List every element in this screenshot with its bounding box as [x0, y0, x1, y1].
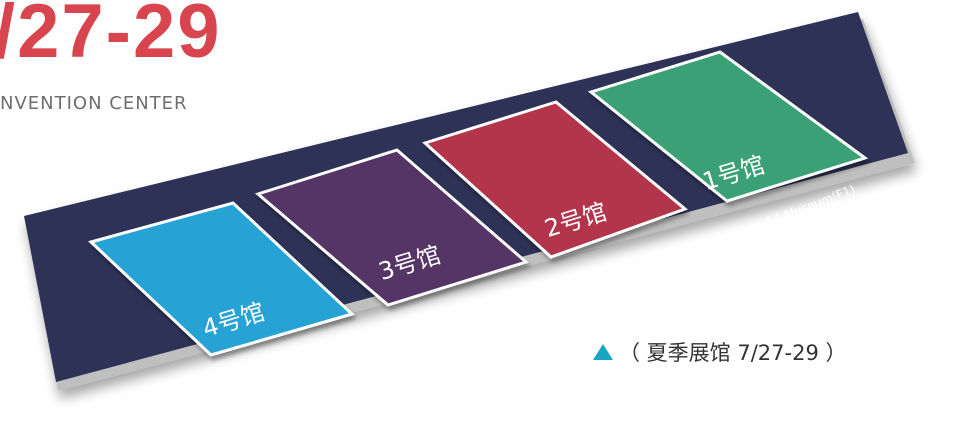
venue-base [24, 12, 915, 391]
hall-4-block[interactable] [88, 201, 355, 357]
triangle-icon [593, 344, 613, 360]
hall-4[interactable]: 4号馆 [88, 201, 355, 357]
legend-text: （ 夏季展馆 7/27-29 ） [619, 341, 847, 365]
hall-1-block[interactable] [587, 50, 869, 203]
legend: （ 夏季展馆 7/27-29 ） [593, 336, 846, 368]
hall-3[interactable]: 3号馆 [254, 148, 530, 307]
hall-3-block[interactable] [254, 148, 530, 307]
event-date: /27-29 [0, 0, 222, 74]
hall-2-block[interactable] [422, 100, 688, 259]
venue-name: NVENTION CENTER [0, 93, 188, 114]
hall-1[interactable]: 1号馆 [587, 50, 869, 203]
hall-2[interactable]: 2号馆 [422, 100, 688, 259]
